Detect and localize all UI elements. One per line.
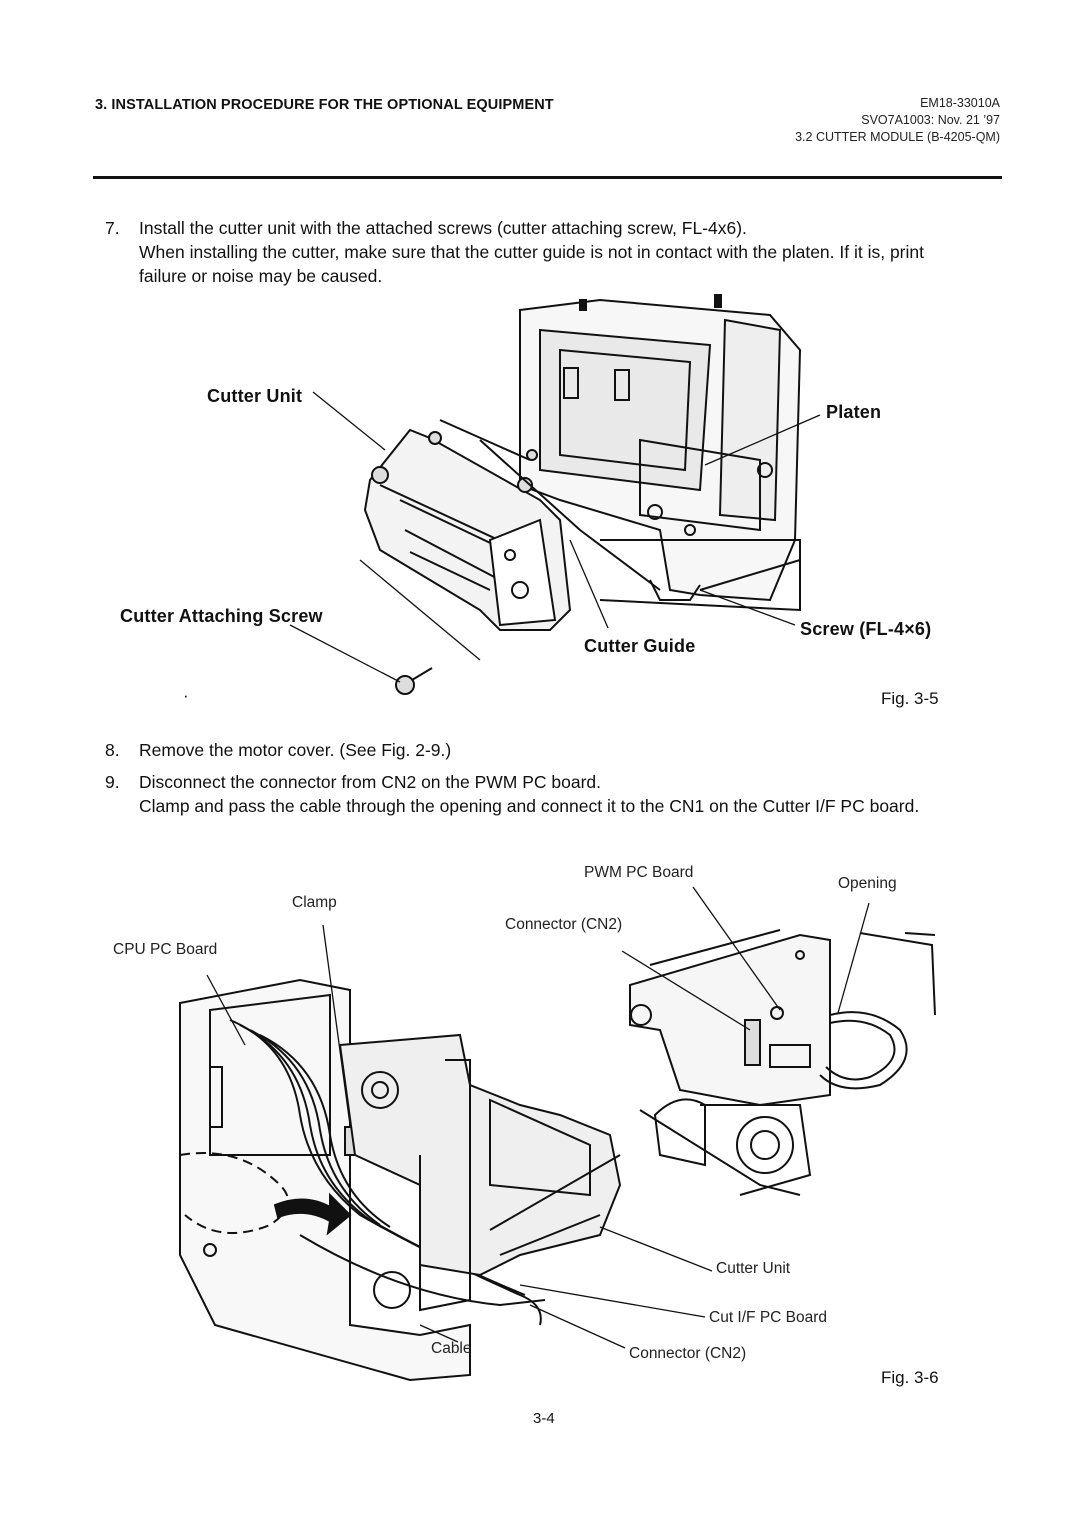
document-info: EM18-33010A SVO7A1003: Nov. 21 ’97 3.2 C…	[795, 95, 1000, 146]
step-number: 9.	[105, 772, 120, 792]
label-platen: Platen	[826, 402, 882, 422]
label-pwm-pc-board: PWM PC Board	[584, 864, 694, 881]
stray-mark: ·	[183, 686, 189, 705]
step-7: 7. Install the cutter unit with the atta…	[105, 216, 1005, 296]
label-cutter-unit: Cutter Unit	[716, 1260, 791, 1277]
label-connector-cn2-top: Connector (CN2)	[505, 916, 623, 933]
figure-caption: Fig. 3-6	[881, 1368, 939, 1387]
step-8: 8. Remove the motor cover. (See Fig. 2-9…	[105, 738, 1005, 764]
step-number: 7.	[105, 218, 120, 238]
step-9: 9. Disconnect the connector from CN2 on …	[105, 770, 1025, 822]
figure-caption: Fig. 3-5	[881, 689, 939, 708]
label-opening: Opening	[838, 875, 897, 892]
step-line: Install the cutter unit with the attache…	[139, 218, 747, 238]
label-cutter-guide: Cutter Guide	[584, 636, 696, 656]
label-clamp: Clamp	[292, 894, 337, 911]
step-line: Disconnect the connector from CN2 on the…	[139, 772, 602, 792]
label-cpu-pc-board: CPU PC Board	[113, 941, 218, 958]
label-connector-cn2-bottom: Connector (CN2)	[629, 1345, 747, 1362]
figure-3-6: PWM PC Board Opening Clamp Connector (CN…	[0, 855, 1080, 1405]
section-title: 3. INSTALLATION PROCEDURE FOR THE OPTION…	[95, 97, 554, 113]
cable-routing-drawing	[179, 886, 936, 1382]
doc-number: EM18-33010A	[920, 96, 1000, 110]
cutter-installation-drawing	[289, 294, 821, 695]
header-rule	[93, 176, 1002, 179]
label-cut-if-pc-board: Cut I/F PC Board	[709, 1309, 828, 1326]
label-cutter-attaching-screw: Cutter Attaching Screw	[120, 606, 323, 626]
label-cable: Cable	[431, 1340, 472, 1357]
subsection-title: 3.2 CUTTER MODULE (B-4205-QM)	[795, 130, 1000, 144]
step-number: 8.	[105, 740, 120, 760]
step-line: failure or noise may be caused.	[139, 266, 383, 286]
step-line: Remove the motor cover. (See Fig. 2-9.)	[139, 740, 452, 760]
revision-date: SVO7A1003: Nov. 21 ’97	[861, 113, 1000, 127]
label-cutter-unit: Cutter Unit	[207, 386, 303, 406]
figure-3-5: Cutter Unit Platen Cutter Attaching Scre…	[0, 290, 1080, 720]
page-number: 3-4	[533, 1410, 555, 1427]
step-line: When installing the cutter, make sure th…	[139, 242, 924, 262]
label-screw-fl-4x6: Screw (FL-4×6)	[800, 619, 932, 639]
step-line: Clamp and pass the cable through the ope…	[139, 796, 920, 816]
